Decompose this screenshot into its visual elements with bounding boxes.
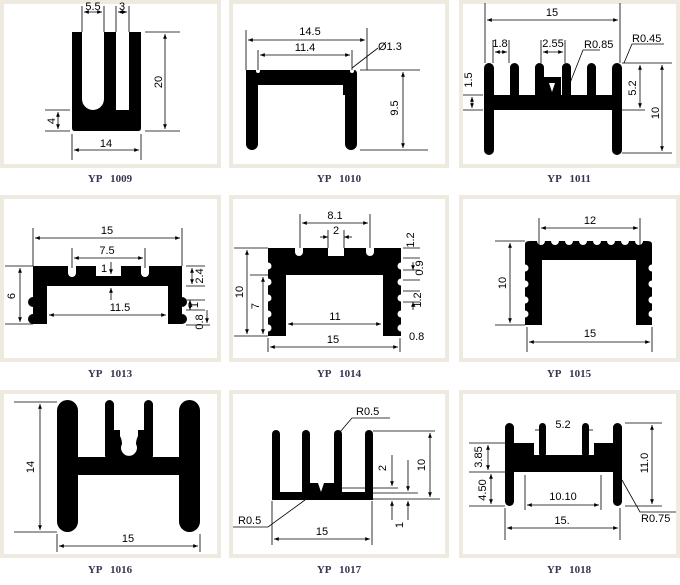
- dim-label: 4.50: [477, 479, 489, 500]
- model-caption-1009: YP 1009: [87, 173, 133, 185]
- dim-label: 1.2: [405, 232, 417, 247]
- dim-label: 15: [316, 526, 328, 538]
- dim-label: 1: [394, 522, 406, 528]
- profile-1014: 8.1 2 1.2 0.9 1.2 10 7 11 15 0.8: [234, 210, 426, 352]
- profile-panel-1017: [229, 390, 449, 558]
- dim-label: 11.5: [110, 302, 131, 314]
- dim-label: 4: [46, 118, 58, 124]
- dim-label: 1.8: [492, 38, 507, 50]
- profile-1013-shape: [33, 266, 182, 324]
- profile-1015-shape: [525, 241, 652, 325]
- dim-label: 3.85: [473, 446, 485, 467]
- dim-label: 0.8: [409, 331, 424, 343]
- dim-label: 15: [546, 7, 558, 19]
- dim-label: 10: [416, 459, 428, 471]
- profile-1013: 15 7.5 1 11.5 6 2.4 1 0.8: [5, 225, 210, 330]
- profile-1017: R0.5 R0.5 2 10 1 15: [233, 406, 440, 545]
- dim-label: 5.2: [627, 80, 639, 95]
- dim-label: Ø1.3: [378, 41, 402, 53]
- dim-label: 15: [584, 328, 596, 340]
- dim-label: 3: [119, 1, 125, 13]
- model-caption-1015: YP 1015: [546, 368, 592, 380]
- dim-label: 2: [333, 225, 339, 237]
- model-caption-1014: YP 1014: [316, 368, 362, 380]
- dim-label: 6: [6, 293, 18, 299]
- dim-label: 1.2: [412, 292, 424, 307]
- dim-label: 15: [327, 334, 339, 346]
- dim-label: 7: [250, 303, 262, 309]
- dim-label: R0.5: [238, 515, 261, 527]
- dim-label: 1: [101, 263, 107, 275]
- dim-label: 7.5: [99, 245, 114, 257]
- dim-label: 1.5: [463, 72, 475, 87]
- dim-label: 15: [122, 533, 134, 545]
- profile-1018: 5.2 3.85 11.0 4.50 10.10 15. R0.75: [469, 419, 676, 540]
- profile-1010: 14.5 11.4 Ø1.3 9.5: [245, 26, 428, 151]
- dim-label: 2.4: [194, 268, 206, 283]
- model-caption-1013: YP 1013: [87, 368, 133, 380]
- dim-label: 14: [25, 461, 37, 473]
- dim-label: 10: [497, 277, 509, 289]
- dim-label: 11: [329, 311, 340, 323]
- dim-label: 11.0: [639, 453, 651, 474]
- model-caption-1010: YP 1010: [316, 173, 362, 185]
- dim-label: 14: [100, 138, 112, 150]
- profile-panel-1014: [229, 195, 449, 362]
- model-caption-1011: YP 1011: [547, 173, 591, 185]
- dim-label: 2: [377, 465, 389, 471]
- model-caption-1017: YP 1017: [316, 564, 362, 576]
- dim-label: R0.85: [584, 39, 613, 51]
- profile-panel-1018: [459, 390, 680, 558]
- profile-1017-shape: [272, 430, 373, 500]
- dim-label: R0.45: [632, 33, 661, 45]
- model-caption-1018: YP 1018: [546, 564, 592, 576]
- model-caption-1016: YP 1016: [87, 564, 133, 576]
- profile-1018-shape: [505, 423, 622, 506]
- dim-label: 1: [189, 302, 201, 308]
- dim-label: 11.4: [295, 42, 316, 54]
- dim-label: 10.10: [549, 491, 577, 503]
- dim-label: R0.5: [356, 406, 379, 418]
- dim-label: R0.75: [641, 513, 670, 525]
- dim-label: 12: [584, 215, 596, 227]
- profile-1015: 12 10 15: [495, 215, 656, 352]
- profile-1016: 14 15: [14, 400, 201, 552]
- dim-label: 10: [650, 107, 662, 119]
- dim-label: 8.1: [327, 210, 342, 222]
- dim-label: 14.5: [299, 26, 320, 38]
- profile-1009: 5.5 3 20 4 14: [45, 1, 180, 160]
- profile-1011-shape: [484, 63, 622, 155]
- dim-label: 5.2: [555, 419, 570, 431]
- profile-1014-shape: [268, 248, 401, 336]
- dim-label: 15.: [554, 515, 569, 527]
- dim-label: 20: [153, 76, 165, 88]
- dim-label: 10: [234, 286, 246, 298]
- dim-label: 2.55: [542, 38, 563, 50]
- dim-label: 0.9: [414, 260, 426, 275]
- dim-label: 9.5: [389, 100, 401, 115]
- dim-label: 0.8: [194, 314, 206, 329]
- dim-label: 5.5: [85, 1, 100, 13]
- dim-label: 15: [101, 225, 113, 237]
- profile-1011: 15 1.8 2.55 R0.85 R0.45 1.5 5.2 10: [463, 3, 672, 155]
- profile-1010-shape: [246, 70, 357, 150]
- profile-1009-shape: [72, 32, 141, 131]
- profile-1016-shape: [57, 400, 200, 532]
